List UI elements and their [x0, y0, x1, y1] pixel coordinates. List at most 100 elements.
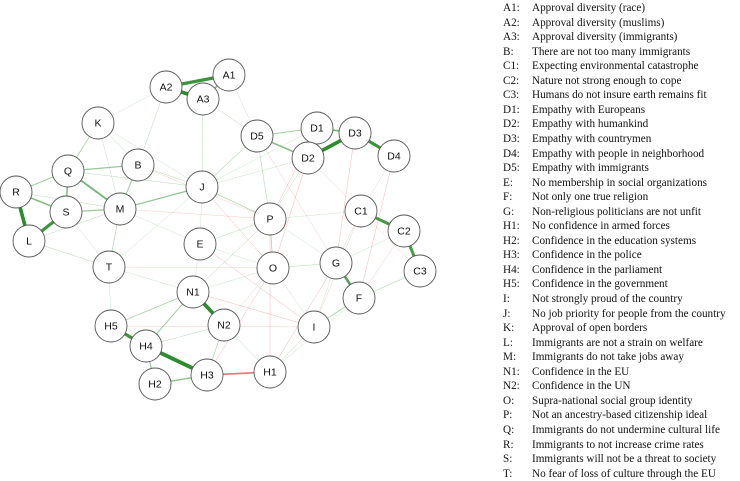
legend-text: Immigrants are not a strain on welfare — [532, 336, 703, 349]
legend-item: G: Non-religious politicians are not unfi… — [503, 205, 701, 220]
legend-text: Immigrants will not be a threat to socie… — [532, 453, 717, 466]
node-label: N2 — [217, 320, 231, 332]
node-n2: N2 — [207, 308, 241, 342]
legend-text: Not only one true religion — [532, 191, 649, 204]
node-c1: C1 — [344, 194, 378, 228]
legend-item: C3:Humans do not insure earth remains fi… — [503, 88, 707, 103]
legend-item: Q:Immigrants do not undermine cultural l… — [503, 423, 720, 438]
node-a2: A2 — [149, 70, 183, 104]
legend-code: A3: — [503, 31, 520, 44]
legend-code: D1: — [503, 103, 520, 116]
legend-item: D2:Empathy with humankind — [503, 117, 648, 132]
legend-code: N2: — [503, 380, 520, 393]
legend-item: H2:Confidence in the education systems — [503, 234, 696, 249]
node-label: C1 — [354, 206, 368, 218]
node-f: F — [342, 281, 376, 315]
legend-item: D3:Empathy with countrymen — [503, 132, 651, 147]
legend-code: C3: — [503, 89, 520, 102]
legend-text: Approval diversity (race) — [532, 2, 646, 14]
legend-code: M: — [503, 351, 517, 364]
node-b: B — [121, 148, 155, 182]
node-circle — [377, 139, 411, 173]
legend-code: K: — [503, 322, 515, 335]
node-h3: H3 — [190, 358, 224, 392]
node-circle — [319, 246, 353, 280]
legend-text: Empathy with Europeans — [532, 103, 646, 116]
legend-item: D1: Empathy with Europeans — [503, 103, 645, 118]
legend-text: No confidence in armed forces — [532, 220, 670, 233]
legend-text: Supra-national social group identity — [532, 394, 693, 407]
legend-text: Not an ancestry-based citizenship ideal — [532, 409, 708, 422]
legend-item: M:Immigrants do not take jobs away — [503, 350, 684, 365]
legend-item: S:Immigrants will not be a threat to soc… — [503, 452, 716, 467]
legend-code: G: — [503, 205, 515, 218]
node-label: J — [199, 182, 204, 194]
node-s: S — [49, 195, 83, 229]
legend-item: C1:Expecting environmental catastrophe — [503, 59, 699, 74]
node-n1: N1 — [176, 275, 210, 309]
node-circle — [92, 250, 126, 284]
legend-text: No membership in social organizations — [532, 176, 708, 189]
legend-code: P: — [503, 409, 513, 422]
legend-text: Empathy with humankind — [532, 118, 649, 131]
node-circle — [387, 214, 421, 248]
node-a3: A3 — [186, 82, 220, 116]
node-label: M — [116, 204, 125, 216]
node-label: E — [196, 239, 203, 251]
legend-item: B:There are not too many immigrants — [503, 45, 690, 60]
node-circle — [300, 111, 334, 145]
legend-item: A1: Approval diversity (race) — [503, 1, 645, 16]
legend-text: Approval of open borders — [532, 322, 648, 335]
node-label: D1 — [310, 123, 324, 135]
legend-item: I:Not strongly proud of the country — [503, 292, 683, 307]
legend-text: Empathy with people in neighborhood — [532, 147, 705, 160]
node-t: T — [92, 250, 126, 284]
node-circle — [81, 106, 115, 140]
node-g: G — [319, 246, 353, 280]
legend-code: A2: — [503, 16, 520, 29]
edge-p-n1 — [192, 218, 271, 293]
node-circle — [190, 358, 224, 392]
legend-item: T:No fear of loss of culture through the… — [503, 467, 716, 481]
legend-code: H5: — [503, 278, 520, 291]
legend-text: Approval diversity (muslims) — [532, 16, 665, 29]
legend-code: E: — [503, 176, 513, 189]
node-circle — [138, 367, 172, 401]
node-label: D3 — [348, 128, 362, 140]
node-circle — [253, 355, 287, 389]
node-label: B — [134, 160, 141, 172]
legend-code: O: — [503, 394, 515, 407]
node-label: D5 — [250, 131, 264, 143]
legend-item: O: Supra-national social group identity — [503, 394, 693, 409]
node-label: R — [12, 187, 20, 199]
node-d4: D4 — [377, 139, 411, 173]
node-circle — [291, 141, 325, 175]
legend-code: Q: — [503, 423, 515, 436]
node-label: Q — [64, 166, 72, 178]
node-e: E — [183, 227, 217, 261]
node-d1: D1 — [300, 111, 334, 145]
node-label: P — [266, 214, 273, 226]
node-label: H1 — [263, 367, 277, 379]
legend-item: A2: Approval diversity (muslims) — [503, 16, 664, 31]
edge-n1-i — [192, 291, 315, 328]
legend-item: H1: No confidence in armed forces — [503, 219, 670, 234]
node-c2: C2 — [387, 214, 421, 248]
node-circle — [49, 195, 83, 229]
node-circle — [342, 281, 376, 315]
node-label: H2 — [148, 379, 162, 391]
node-label: A2 — [160, 82, 173, 94]
node-label: T — [106, 262, 113, 274]
legend-item: D4:Empathy with people in neighborhood — [503, 147, 704, 162]
legend-text: Non-religious politicians are not unfit — [532, 205, 702, 218]
legend-code: A1: — [503, 2, 520, 14]
legend-code: I: — [503, 293, 510, 305]
legend-text: Confidence in the government — [532, 278, 668, 291]
edge-d3-g — [335, 132, 356, 264]
legend-item: A3:Approval diversity (immigrants) — [503, 30, 677, 45]
node-h2: H2 — [138, 367, 172, 401]
node-label: D2 — [301, 153, 315, 165]
legend-code: H1: — [503, 220, 520, 233]
legend-code: H4: — [503, 263, 520, 276]
legend-text: Confidence in the police — [532, 249, 642, 262]
